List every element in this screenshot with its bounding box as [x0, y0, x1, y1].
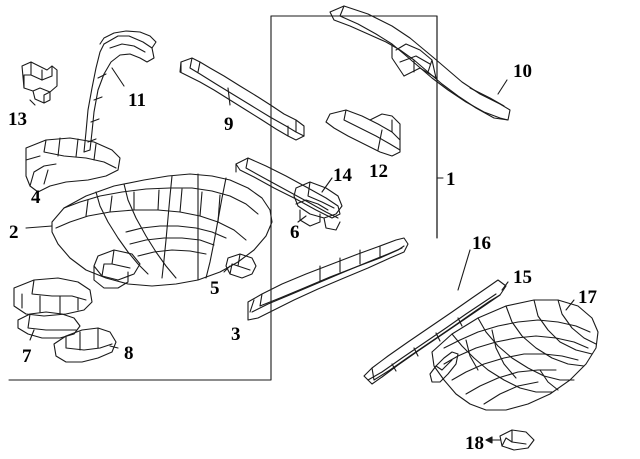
part-connector-a: [93, 249, 141, 289]
leader-15: [501, 281, 509, 291]
callout-1: 1: [446, 169, 456, 190]
callout-5: 5: [210, 278, 220, 299]
part-14: [235, 157, 341, 219]
part-12: [325, 109, 401, 157]
part-6: [293, 181, 343, 231]
leader-14: [321, 177, 333, 193]
leader-3: [249, 299, 255, 313]
part-17: [431, 299, 599, 411]
callout-14: 14: [333, 165, 352, 186]
leader-11: [111, 67, 125, 87]
leader-5: [223, 265, 231, 273]
part-18: [499, 429, 535, 451]
callout-7: 7: [22, 346, 32, 367]
part-16: [429, 351, 459, 383]
leader-8: [109, 345, 119, 349]
callout-13: 13: [8, 109, 27, 130]
part-3: [247, 237, 409, 321]
leader-7: [29, 329, 35, 341]
part-4: [25, 137, 121, 193]
leader-9: [227, 87, 231, 106]
callout-12: 12: [369, 161, 388, 182]
part-2: [51, 173, 273, 287]
part-7: [13, 277, 93, 339]
callout-18: 18: [465, 433, 484, 454]
leader-10: [497, 79, 508, 95]
callout-17: 17: [578, 287, 597, 308]
group-boundary-1: [8, 15, 438, 381]
leader-12: [377, 129, 383, 151]
part-13: [21, 61, 58, 104]
leader-6: [297, 215, 307, 223]
callout-11: 11: [128, 90, 146, 111]
callout-15: 15: [513, 267, 532, 288]
leader-17: [565, 299, 575, 311]
part-8: [53, 327, 117, 363]
part-15: [363, 279, 507, 385]
leader-16: [457, 249, 471, 291]
callout-4: 4: [31, 187, 41, 208]
part-11: [83, 30, 157, 153]
part-10: [329, 5, 511, 121]
leader-4: [43, 169, 49, 185]
arrow-18: [485, 436, 493, 444]
callout-16: 16: [472, 233, 491, 254]
part-9: [179, 57, 305, 141]
callout-3: 3: [231, 324, 241, 345]
callout-9: 9: [224, 114, 234, 135]
leader-13: [29, 99, 36, 106]
leader-2: [25, 225, 53, 229]
callout-2: 2: [9, 222, 19, 243]
callout-8: 8: [124, 343, 134, 364]
callout-10: 10: [513, 61, 532, 82]
callout-6: 6: [290, 222, 300, 243]
